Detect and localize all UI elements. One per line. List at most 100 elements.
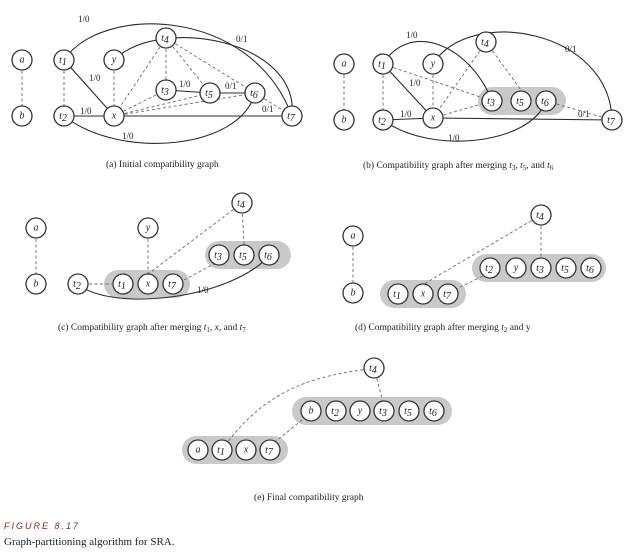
svg-text:a: a: [20, 55, 25, 66]
svg-text:b: b: [309, 406, 314, 417]
node-t4: t4: [475, 31, 497, 53]
svg-text:t6: t6: [586, 263, 594, 276]
svg-text:t6: t6: [250, 88, 258, 101]
edge-x-t6: [113, 92, 256, 117]
edge-label: 1/0: [89, 73, 101, 83]
svg-text:b: b: [20, 111, 25, 122]
svg-text:y: y: [145, 223, 151, 234]
edge-t1-x: [63, 59, 115, 117]
node-t1: t1: [387, 283, 409, 305]
node-b: b: [342, 282, 364, 304]
svg-text:t4: t4: [161, 33, 169, 46]
node-t3: t3: [481, 90, 503, 112]
svg-text:t5: t5: [404, 406, 412, 419]
svg-text:x: x: [145, 279, 151, 290]
svg-text:x: x: [243, 445, 249, 456]
svg-text:t5: t5: [205, 88, 213, 101]
edge-y-t7-arc: [432, 31, 613, 121]
svg-text:b: b: [342, 115, 347, 126]
node-t5: t5: [555, 257, 577, 279]
caption-a: (a) Initial compatibility graph: [106, 159, 219, 170]
edge-label: 0/1: [565, 44, 577, 54]
edge-y-t7-arc: [113, 37, 293, 117]
edge-x-t3: [113, 89, 167, 117]
node-t5: t5: [510, 90, 532, 112]
svg-text:t3: t3: [487, 96, 495, 109]
node-t2: t2: [325, 400, 347, 422]
edge-label: 1/0: [400, 109, 412, 119]
svg-text:x: x: [430, 113, 436, 124]
svg-text:x: x: [111, 111, 117, 122]
node-t3: t3: [530, 257, 552, 279]
svg-text:t2: t2: [59, 111, 67, 124]
node-a: a: [187, 439, 209, 461]
svg-text:t4: t4: [369, 363, 377, 376]
node-t1: t1: [112, 273, 134, 295]
svg-text:b: b: [351, 288, 356, 299]
svg-text:t7: t7: [443, 289, 452, 302]
edge-label: 1/0: [80, 106, 92, 116]
svg-text:t7: t7: [265, 445, 274, 458]
node-a: a: [333, 53, 355, 75]
svg-text:t5: t5: [239, 250, 247, 263]
node-a: a: [25, 217, 47, 239]
node-t2: t2: [67, 273, 89, 295]
node-y: y: [422, 53, 444, 75]
svg-text:t7: t7: [607, 115, 616, 128]
node-t4: t4: [155, 27, 177, 49]
svg-text:t3: t3: [536, 263, 544, 276]
edge-t4-t5: [165, 37, 211, 94]
edge-label: 1/0: [122, 131, 134, 141]
panel-c: 1/0 a b y t4 t2 t1 x t7 t3 t5 t6 (c) Com…: [25, 192, 291, 334]
node-t2: t2: [479, 257, 501, 279]
node-t3: t3: [208, 244, 230, 266]
node-t2: t2: [53, 105, 75, 127]
caption-b: (b) Compatibility graph after merging t3…: [363, 160, 554, 172]
node-y: y: [505, 257, 527, 279]
merge-group-a-t1-x-t7: [182, 436, 288, 464]
node-t1: t1: [53, 49, 75, 71]
svg-text:t2: t2: [331, 406, 339, 419]
edge-t1-group-arc: [382, 40, 493, 102]
node-x: x: [412, 283, 434, 305]
edge-t1-group: [382, 63, 493, 102]
caption-e: (e) Final compatibility graph: [254, 492, 364, 503]
edge-x-t7: [432, 117, 613, 121]
svg-text:y: y: [111, 55, 117, 66]
node-t4: t4: [530, 204, 552, 226]
node-t1: t1: [372, 53, 394, 75]
node-b: b: [300, 400, 322, 422]
node-t2: t2: [372, 109, 394, 131]
node-t6: t6: [580, 257, 602, 279]
svg-text:y: y: [430, 59, 436, 70]
svg-text:t3: t3: [379, 406, 387, 419]
svg-text:t3: t3: [161, 85, 169, 98]
edge-label: 1/0: [406, 30, 418, 40]
panel-b: 1/0 1/0 0/1 1/0 0/1 1/0 a b t1 t2 y x t4…: [333, 30, 623, 172]
svg-text:t6: t6: [541, 96, 549, 109]
node-t3: t3: [155, 79, 177, 101]
node-b: b: [11, 105, 33, 127]
svg-text:t4: t4: [536, 210, 544, 223]
svg-text:t6: t6: [429, 406, 437, 419]
node-t7: t7: [437, 283, 459, 305]
node-t6: t6: [535, 90, 557, 112]
svg-text:t1: t1: [378, 59, 386, 72]
edge-t2-group2-arc: [77, 254, 271, 300]
edge-label: 1/0: [448, 133, 460, 143]
edge-label: 0/1: [578, 109, 590, 119]
svg-text:b: b: [34, 279, 39, 290]
caption-c: (c) Compatibility graph after merging t1…: [58, 322, 246, 334]
node-t7: t7: [281, 105, 303, 127]
node-x: x: [235, 439, 257, 461]
edge-label: 1/0: [197, 285, 209, 295]
node-y: y: [137, 217, 159, 239]
node-t6: t6: [258, 244, 280, 266]
node-t7: t7: [259, 439, 281, 461]
edge-t2-t6-arc: [63, 92, 256, 144]
svg-text:a: a: [34, 223, 39, 234]
svg-text:t3: t3: [214, 250, 222, 263]
node-t5: t5: [398, 400, 420, 422]
edge-t1-x: [382, 63, 434, 119]
